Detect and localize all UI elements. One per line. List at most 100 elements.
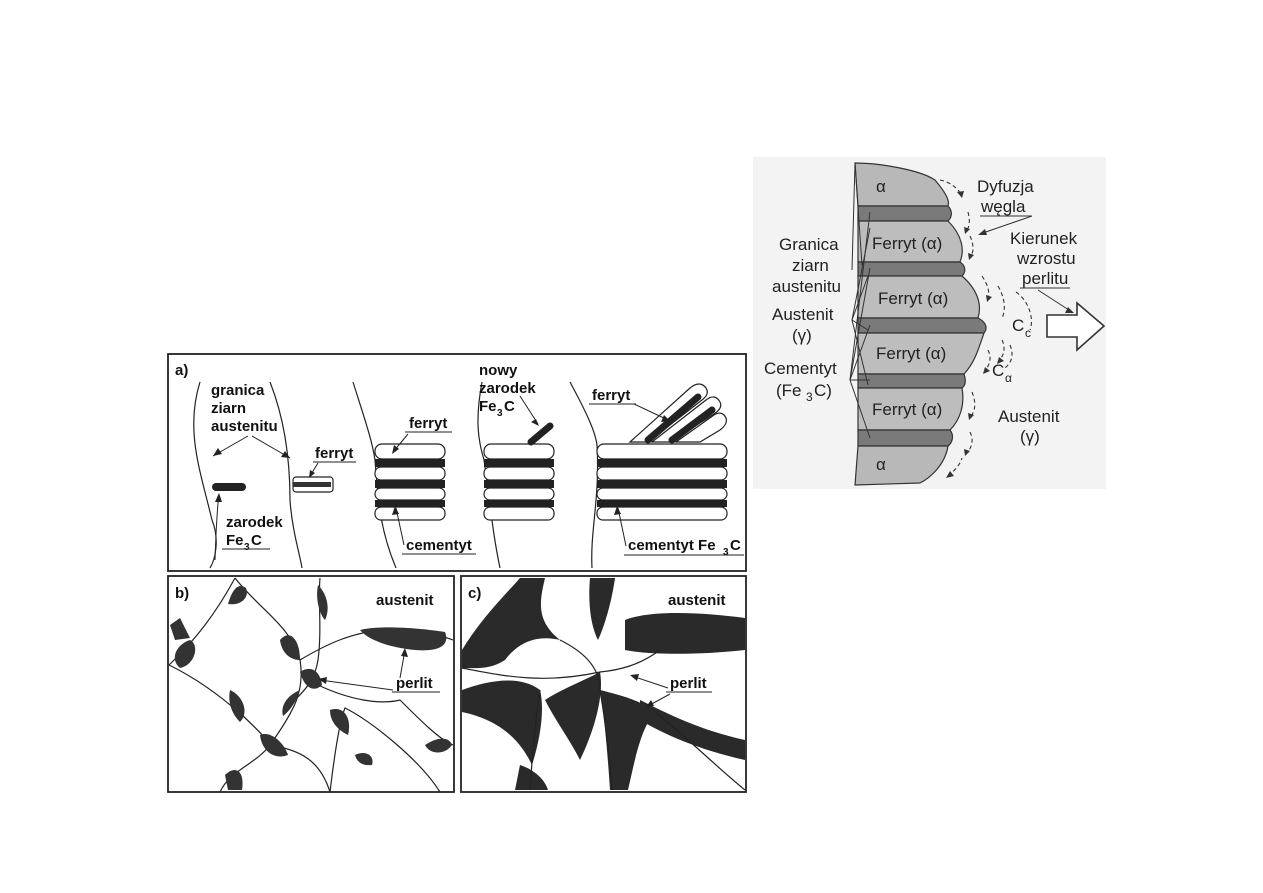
cc-sub: c [1025, 326, 1031, 340]
arrowhead [531, 419, 539, 426]
austenitu-label: austenitu [211, 418, 278, 435]
ferryt-label-3: ferryt [592, 387, 630, 404]
fe3c-close-r: C) [814, 381, 832, 400]
ferrite-plate [596, 487, 728, 501]
arrowhead [614, 506, 621, 515]
kierunek-label: Kierunek [1010, 229, 1078, 248]
arrowhead [630, 674, 639, 681]
arrowhead [1065, 307, 1074, 313]
inclined-lamellae [628, 383, 727, 444]
colony-lamellae [854, 162, 987, 486]
cementyt-fe-tail: C [730, 537, 741, 554]
grain-boundary-line [269, 381, 303, 569]
nowy-label: nowy [479, 362, 518, 379]
alpha-top-label: α [876, 177, 886, 196]
cementite-plate [293, 482, 331, 487]
arrowhead [661, 415, 670, 422]
ferrite-plate [374, 443, 446, 460]
pointer-arrow [631, 675, 669, 689]
ferrite-plate [374, 487, 446, 501]
lamellae-stack-3 [374, 443, 446, 521]
ferrite-plate [650, 396, 722, 443]
ferrite-plate [483, 487, 555, 501]
austenit-label-c: austenit [668, 592, 726, 609]
ferrite-lamella-top [854, 162, 950, 207]
wegla-label: węgla [980, 197, 1026, 216]
lamellae-stack-4 [483, 443, 555, 521]
ferryt-label-2: ferryt [409, 415, 447, 432]
ziarn-label: ziarn [211, 400, 246, 417]
pointer-arrow [319, 679, 394, 691]
ferryt-label-r1: Ferryt (α) [872, 234, 942, 253]
pointer-arrow [617, 507, 627, 547]
cementite-lamella [857, 373, 966, 389]
pearlite-nodules-b [170, 585, 452, 790]
cementite-plate [644, 393, 702, 444]
cementyt-fe-label: cementyt Fe [628, 537, 716, 554]
growth-direction-arrow-icon [1046, 301, 1106, 352]
fe3c-label-sub-2: 3 [497, 408, 503, 419]
ferrite-plate [596, 506, 728, 521]
austenit-label-right: Austenit [998, 407, 1060, 426]
pointer-arrow [1037, 289, 1073, 313]
ferrite-plate [483, 506, 555, 521]
gamma-label-right: (γ) [1020, 427, 1040, 446]
new-cementite-nucleus [527, 422, 554, 446]
perlit-label-b: perlit [396, 675, 433, 692]
fe3c-label-tail: C [251, 532, 262, 549]
cementite-plate [484, 500, 554, 507]
dyfuzja-label: Dyfuzja [977, 177, 1034, 196]
ferrite-plate [374, 466, 446, 481]
cementyt-label-r: Cementyt [764, 359, 837, 378]
ferrite-plate [483, 466, 555, 481]
arrowhead [318, 677, 327, 684]
fe3c-label-base-2: Fe [479, 398, 497, 415]
lamellae-stack-5 [596, 443, 728, 521]
arrowhead [401, 648, 408, 657]
cementite-plate [597, 459, 727, 467]
panel-b: b) austenit [167, 575, 455, 793]
fe3c-label-tail-2: C [504, 398, 515, 415]
ziarn-label-r: ziarn [792, 256, 829, 275]
cementite-nucleus [212, 483, 246, 491]
arrowhead [213, 448, 222, 456]
ferrite-lamella-bottom [854, 445, 949, 486]
fe3c-sub-r: 3 [806, 390, 813, 404]
cementite-plate [375, 480, 445, 488]
austenit-label-left: Austenit [772, 305, 834, 324]
perlit-label-c: perlit [670, 675, 707, 692]
panel-c: c) austenit perlit [460, 575, 747, 793]
cementite-plate [484, 480, 554, 488]
ferrite-plate [674, 412, 727, 443]
cementite-plate [668, 406, 716, 444]
perlitu-label: perlitu [1022, 269, 1068, 288]
cementite-lamella [857, 317, 987, 334]
fe3c-label-sub: 3 [244, 542, 250, 553]
calpha-sub: α [1005, 371, 1012, 385]
cementyt-fe-sub: 3 [723, 547, 729, 558]
granica-label: granica [211, 382, 265, 399]
alpha-bottom-label: α [876, 455, 886, 474]
arrowhead [281, 451, 290, 458]
cc-label: C [1012, 316, 1024, 335]
panel-b-letter: b) [175, 585, 189, 602]
zarodek-label-2: zarodek [479, 380, 536, 397]
cementite-plate [375, 459, 445, 467]
fe3c-open-r: (Fe [776, 381, 802, 400]
ferrite-plate [483, 443, 555, 460]
zarodek-label: zarodek [226, 514, 283, 531]
cementite-plate [375, 500, 445, 507]
panel-a: a) granica ziarn austenitu zarodek Fe 3 … [167, 353, 747, 572]
ferryt-label-r3: Ferryt (α) [876, 344, 946, 363]
ferrite-plate [596, 443, 728, 460]
panel-c-letter: c) [468, 585, 481, 602]
cementite-lamella [857, 261, 966, 277]
austenit-label-b: austenit [376, 592, 434, 609]
pointer-arrow [633, 403, 669, 421]
fe3c-label-base: Fe [226, 532, 244, 549]
pointer-arrow [979, 215, 1033, 235]
cementite-lamella [857, 429, 954, 447]
calpha-label: C [992, 361, 1004, 380]
left-pointer-lines [849, 162, 871, 439]
